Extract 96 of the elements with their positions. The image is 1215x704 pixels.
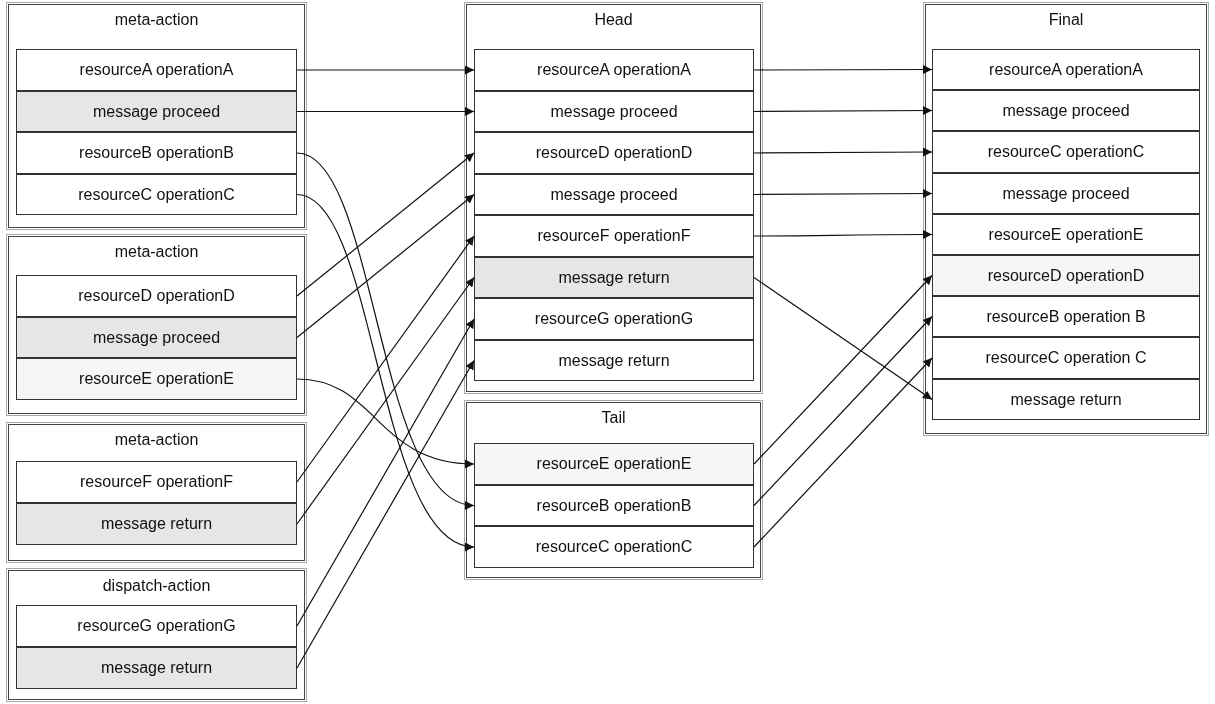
group-title: meta-action xyxy=(113,11,200,29)
list-row xyxy=(16,503,297,545)
group-panel xyxy=(8,570,305,700)
arrow xyxy=(296,193,475,549)
list-row xyxy=(474,298,754,340)
row-label: resourceC operationC xyxy=(78,185,235,204)
arrow xyxy=(296,152,475,297)
list-row xyxy=(474,91,754,132)
row-label: resourceD operationD xyxy=(987,266,1145,285)
group-panel xyxy=(8,236,305,414)
list-row xyxy=(474,485,754,526)
row-label: resourceC operation C xyxy=(985,349,1147,367)
list-row xyxy=(16,132,297,174)
arrow xyxy=(753,315,933,507)
row-label: resourceC operationC xyxy=(987,143,1145,161)
arrow xyxy=(296,318,475,627)
arrow xyxy=(296,378,475,468)
row-label: message proceed xyxy=(92,102,221,121)
row-label: resourceF operationF xyxy=(537,227,691,245)
row-label: message proceed xyxy=(1002,101,1130,120)
group-title: Final xyxy=(1047,11,1085,29)
list-row xyxy=(16,91,297,132)
list-row xyxy=(16,275,297,317)
row-label: resourceE operationE xyxy=(79,370,234,388)
list-row xyxy=(474,257,754,298)
arrow xyxy=(296,276,475,525)
list-row xyxy=(16,358,297,400)
group-title: Head xyxy=(593,11,634,29)
arrow xyxy=(296,152,475,508)
arrow xyxy=(753,189,933,199)
row-label: message proceed xyxy=(92,328,221,347)
list-row xyxy=(932,255,1200,296)
list-row xyxy=(16,49,297,91)
group-panel xyxy=(466,402,761,578)
row-label: resourceF operationF xyxy=(80,473,233,491)
row-label: resourceE operationE xyxy=(536,455,692,473)
group-title: Tail xyxy=(600,409,627,427)
list-row xyxy=(932,49,1200,90)
row-label: resourceA operationA xyxy=(537,61,691,79)
row-label: message proceed xyxy=(550,102,678,121)
row-label: resourceG operationG xyxy=(534,310,694,328)
row-label: resourceD operationD xyxy=(535,144,693,162)
row-label: message proceed xyxy=(1002,184,1130,203)
list-row xyxy=(474,132,754,174)
row-label: resourceA operationA xyxy=(989,60,1143,79)
row-label: resourceD operationD xyxy=(78,287,235,305)
arrow xyxy=(296,235,475,483)
list-row xyxy=(16,317,297,358)
row-label: message proceed xyxy=(550,185,678,204)
row-label: message return xyxy=(558,351,670,370)
list-row xyxy=(474,49,754,91)
list-row xyxy=(474,174,754,215)
group-panel xyxy=(466,4,761,392)
list-row xyxy=(932,131,1200,173)
list-row xyxy=(932,90,1200,131)
arrow xyxy=(753,230,933,239)
group-panel xyxy=(925,4,1207,434)
row-label: resourceC operationC xyxy=(535,538,693,556)
arrow xyxy=(296,65,475,75)
row-label: resourceB operation B xyxy=(986,307,1146,326)
arrow xyxy=(296,193,475,339)
row-label: message return xyxy=(558,268,670,287)
arrow xyxy=(753,147,933,157)
group-title: meta-action xyxy=(113,243,200,261)
list-row xyxy=(474,443,754,485)
list-row xyxy=(932,379,1200,420)
list-row xyxy=(932,173,1200,214)
list-row xyxy=(474,340,754,381)
arrow xyxy=(296,359,475,669)
row-label: message return xyxy=(1010,390,1122,409)
list-row xyxy=(474,215,754,257)
arrow xyxy=(753,274,933,465)
arrow xyxy=(753,106,933,116)
row-label: resourceE operationE xyxy=(988,225,1144,244)
list-row xyxy=(16,605,297,647)
row-label: message return xyxy=(100,659,213,677)
list-row xyxy=(932,296,1200,337)
list-row xyxy=(16,461,297,503)
group-panel xyxy=(8,4,305,228)
arrow xyxy=(753,65,933,75)
group-title: dispatch-action xyxy=(101,577,212,595)
arrow xyxy=(753,276,933,401)
row-label: resourceB operationB xyxy=(79,144,234,162)
list-row xyxy=(16,647,297,689)
list-row xyxy=(932,337,1200,379)
row-label: resourceG operationG xyxy=(77,617,236,635)
list-row xyxy=(16,174,297,215)
group-panel xyxy=(8,424,305,561)
group-title: meta-action xyxy=(113,431,200,449)
arrow xyxy=(296,107,475,116)
list-row xyxy=(474,526,754,568)
arrow xyxy=(753,357,933,548)
row-label: message return xyxy=(100,515,213,533)
row-label: resourceB operationB xyxy=(536,496,692,515)
list-row xyxy=(932,214,1200,255)
row-label: resourceA operationA xyxy=(79,61,234,79)
